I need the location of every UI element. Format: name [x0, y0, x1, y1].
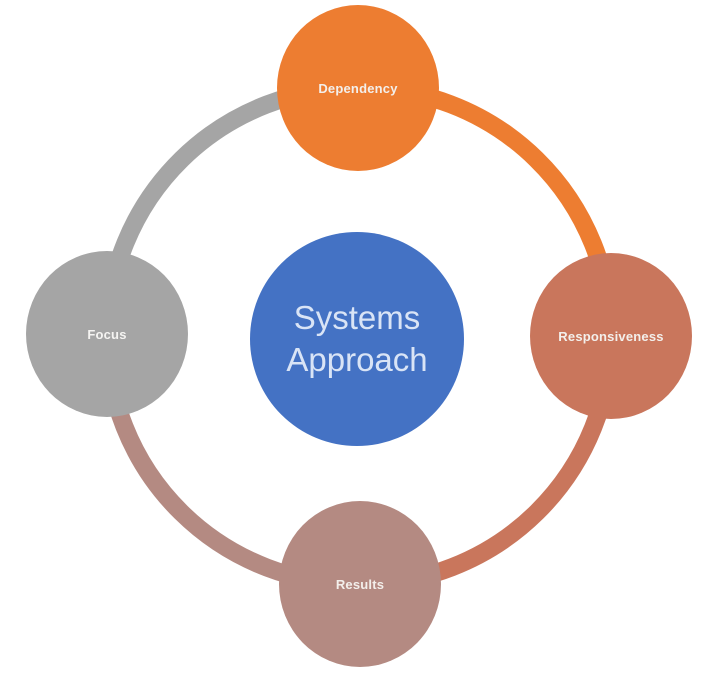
node-results: Results	[279, 501, 441, 667]
node-responsiveness: Responsiveness	[530, 253, 692, 419]
node-responsiveness-label: Responsiveness	[558, 328, 664, 344]
node-focus-label: Focus	[87, 326, 127, 342]
center-label: Systems Approach	[286, 297, 427, 381]
center-circle: Systems Approach	[250, 232, 464, 446]
node-dependency: Dependency	[277, 5, 439, 171]
center-label-line-1: Systems	[293, 298, 421, 336]
node-focus: Focus	[26, 251, 188, 417]
center-label-line-2: Approach	[286, 341, 428, 378]
node-results-label: Results	[335, 576, 385, 592]
node-dependency-label: Dependency	[318, 80, 398, 96]
